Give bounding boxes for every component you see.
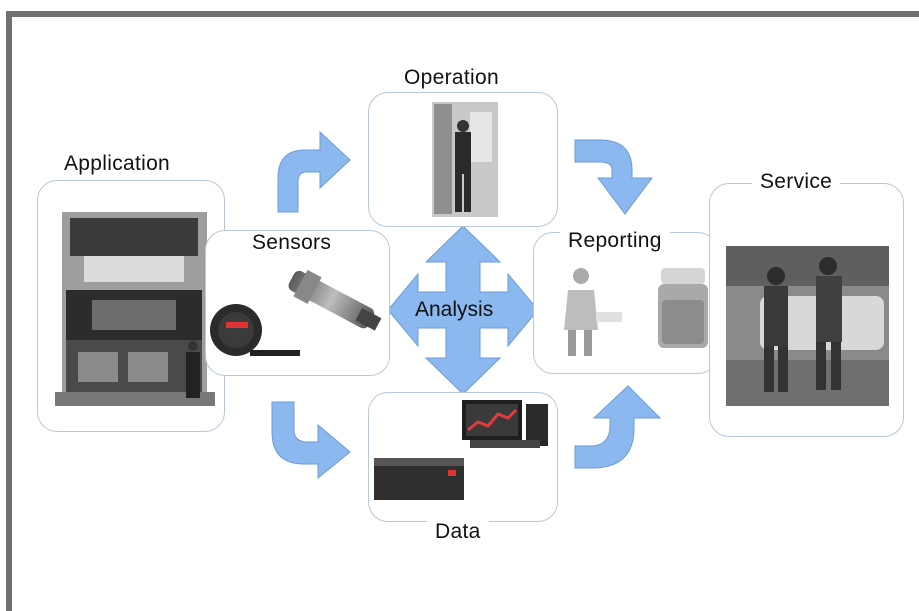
- operation-label: Operation: [396, 66, 507, 90]
- operation-box: [368, 92, 558, 227]
- curved-arrow-sensors-to-operation: [277, 130, 351, 213]
- application-box: [37, 180, 225, 432]
- curved-arrow-data-to-reporting: [574, 385, 662, 469]
- sensors-label: Sensors: [244, 231, 340, 255]
- reporting-label: Reporting: [560, 229, 670, 253]
- service-label: Service: [752, 170, 841, 194]
- data-box: [368, 392, 558, 522]
- curved-arrow-operation-to-reporting: [574, 139, 653, 215]
- curved-arrow-sensors-to-data: [271, 401, 351, 480]
- outer-frame: [6, 11, 919, 611]
- application-label: Application: [56, 152, 179, 176]
- reporting-box: [533, 232, 718, 374]
- analysis-label: Analysis: [415, 298, 494, 321]
- data-label: Data: [427, 520, 489, 544]
- service-box: [709, 183, 904, 437]
